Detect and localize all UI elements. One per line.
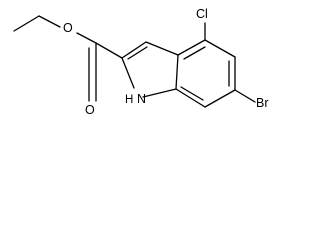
molecule-diagram: O O H N Cl Br xyxy=(13,7,269,117)
chlorine-label: Cl xyxy=(196,7,208,21)
bond-o-carbonyl-carbon xyxy=(76,32,97,44)
nitrogen-h-label: H xyxy=(125,94,133,106)
bond-c3a-c4 xyxy=(177,39,206,56)
bond-carbonyl-c2 xyxy=(95,42,123,59)
bond-c3a-c4-inner xyxy=(183,46,206,60)
bond-c3-c3a xyxy=(145,41,179,56)
bond-n-c2 xyxy=(121,57,135,89)
bond-c4-c5 xyxy=(204,39,236,58)
bond-c7-c7a xyxy=(175,88,206,108)
bond-c7-c7a-inner xyxy=(180,86,204,101)
bromine-label: Br xyxy=(256,96,269,110)
bond-ethyl-ch3-ch2 xyxy=(13,15,40,32)
bond-c6-br xyxy=(234,89,256,103)
oxygen-carbonyl-label: O xyxy=(85,103,95,117)
bond-c6-c7 xyxy=(204,89,236,108)
bond-c7a-n xyxy=(142,88,177,98)
nitrogen-n-label: N xyxy=(137,92,146,106)
bond-ethyl-ch2-o xyxy=(38,15,61,28)
bond-c2-c3-inner xyxy=(127,46,148,60)
molecule-svg: O O H N Cl Br xyxy=(13,7,269,117)
bond-c2-c3 xyxy=(121,41,147,59)
oxygen-ester-label: O xyxy=(63,21,73,35)
bond-c3a-c7a xyxy=(175,54,179,90)
